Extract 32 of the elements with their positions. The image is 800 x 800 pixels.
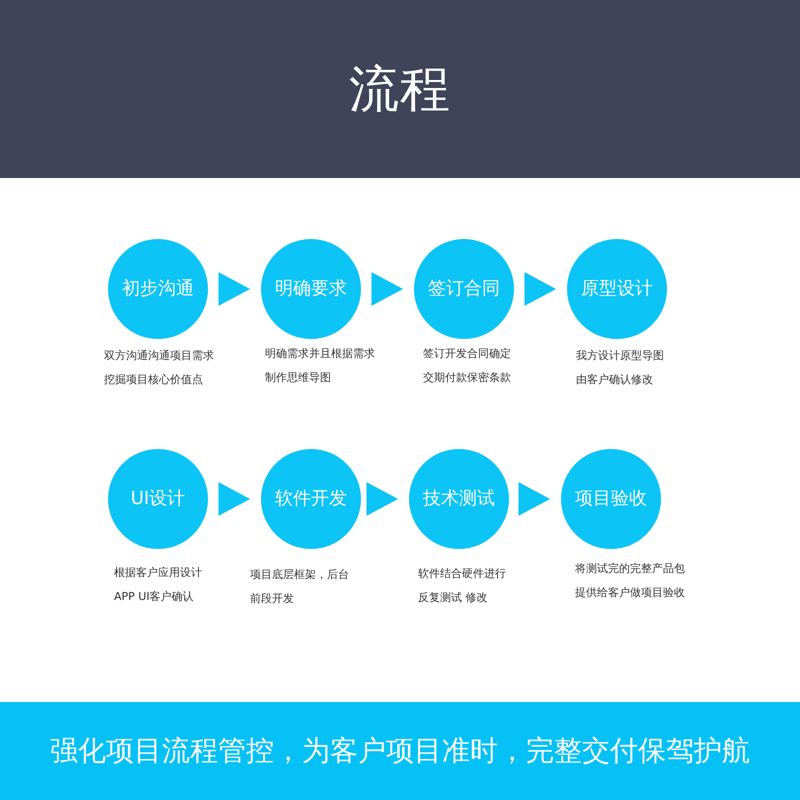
step-description: 双方沟通沟通项目需求 bbox=[104, 350, 214, 361]
step-description: APP UI客户确认 bbox=[114, 591, 194, 602]
step-description: 由客户确认修改 bbox=[576, 374, 653, 385]
step-description: 交期付款保密条款 bbox=[423, 372, 511, 383]
arrow bbox=[218, 482, 250, 516]
step-label: 技术测试 bbox=[423, 488, 495, 510]
slogan: 强化项目流程管控，为客户项目准时，完整交付保驾护航 bbox=[50, 733, 750, 769]
step-description: 项目底层框架，后台 bbox=[250, 569, 349, 580]
arrow bbox=[524, 272, 556, 306]
step-description: 明确需求并且根据需求 bbox=[265, 348, 375, 359]
step-label: 签订合同 bbox=[428, 278, 500, 300]
step-description: 提供给客户做项目验收 bbox=[575, 587, 685, 598]
step-label: UI设计 bbox=[130, 488, 186, 510]
step-label: 明确要求 bbox=[275, 278, 347, 300]
step-label: 初步沟通 bbox=[122, 278, 194, 300]
arrow bbox=[218, 272, 250, 306]
step-description: 制作思维导图 bbox=[265, 372, 331, 383]
arrow bbox=[366, 482, 398, 516]
step-description: 挖掘项目核心价值点 bbox=[104, 374, 203, 385]
title: 流程 bbox=[348, 64, 452, 114]
step-label: 项目验收 bbox=[575, 488, 647, 510]
step-label: 软件开发 bbox=[275, 488, 347, 510]
step-description: 前段开发 bbox=[250, 593, 294, 604]
step-description: 我方设计原型导图 bbox=[576, 350, 664, 361]
step-description: 软件结合硬件进行 bbox=[418, 568, 506, 579]
step-description: 将测试完的完整产品包 bbox=[575, 563, 685, 574]
step-description: 反复测试 修改 bbox=[418, 592, 488, 603]
step-description: 签订开发合同确定 bbox=[423, 348, 511, 359]
step-label: 原型设计 bbox=[581, 278, 653, 300]
arrow bbox=[372, 272, 404, 306]
arrow bbox=[518, 482, 550, 516]
step-description: 根据客户应用设计 bbox=[114, 567, 202, 578]
